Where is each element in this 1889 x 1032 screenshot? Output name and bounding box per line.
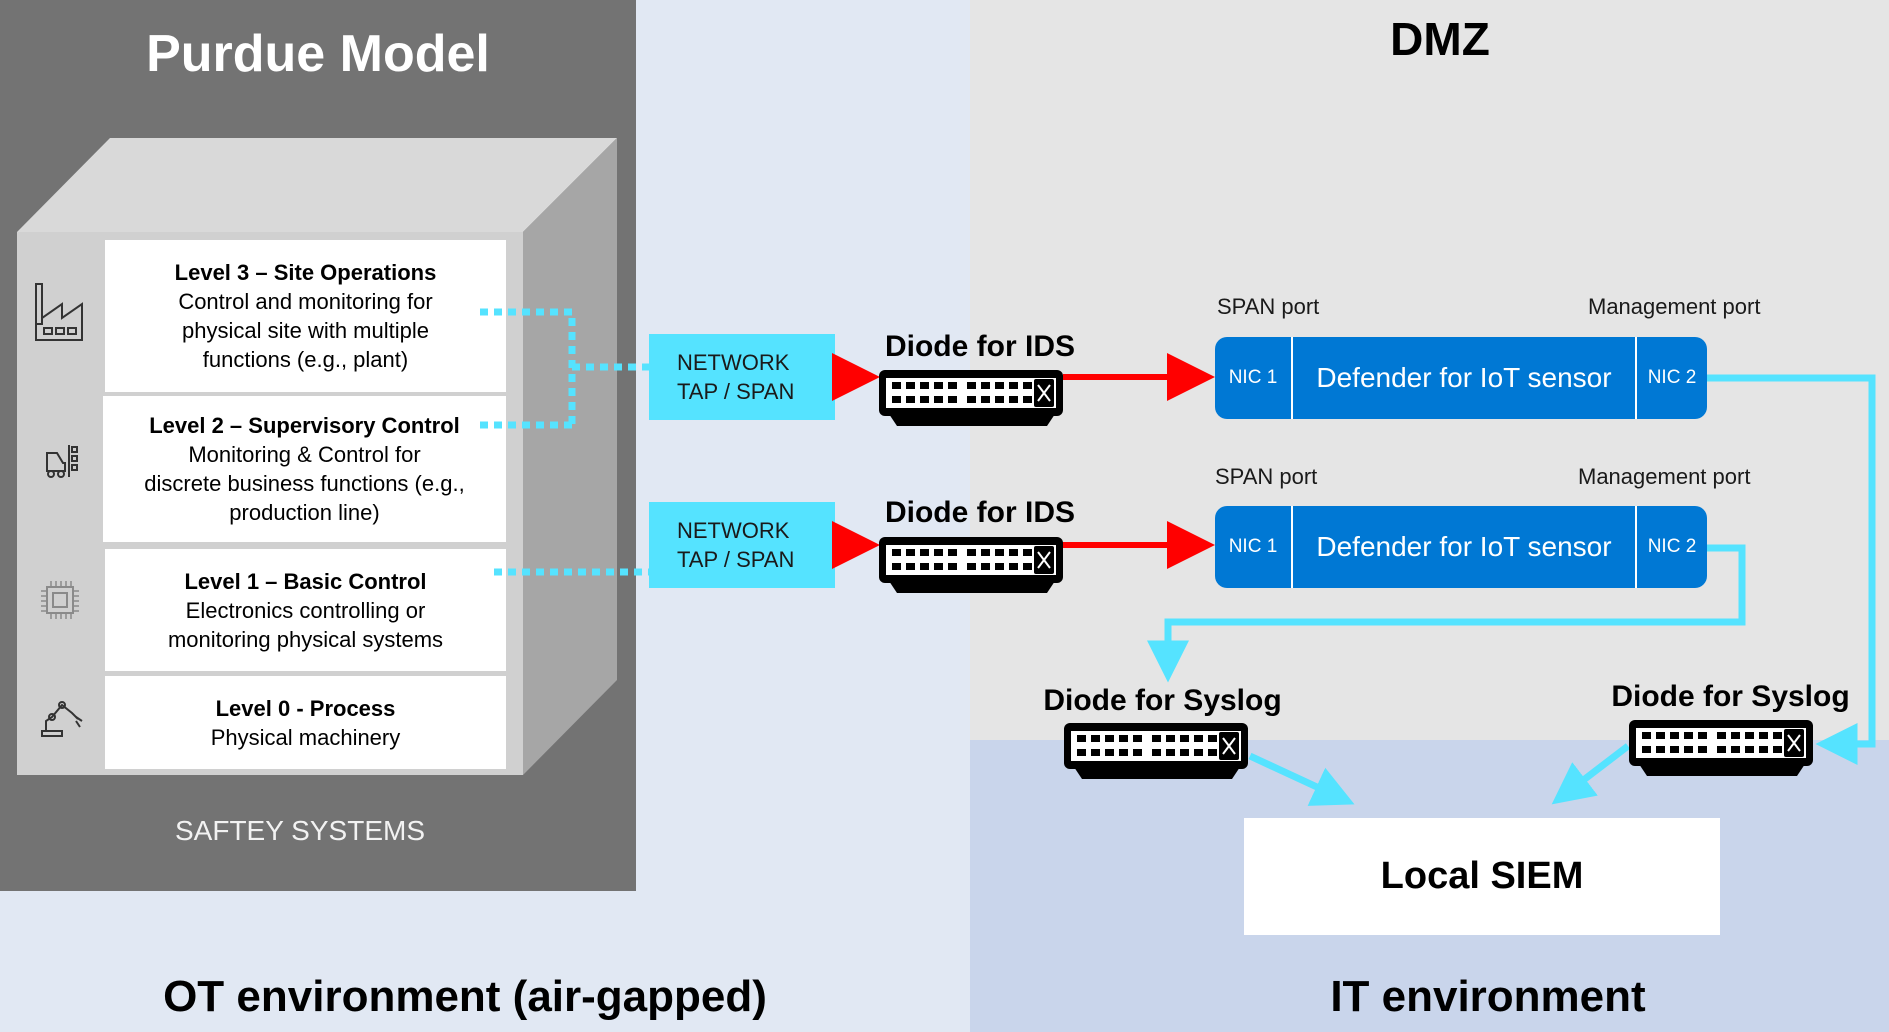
network-tap-label: TAP / SPAN bbox=[677, 547, 795, 572]
network-tap-label: TAP / SPAN bbox=[677, 379, 795, 404]
nic-1: NIC 1 bbox=[1215, 506, 1293, 588]
ids-diode-1-label: Diode for IDS bbox=[884, 330, 1075, 363]
network-tap-label: NETWORK bbox=[677, 350, 790, 375]
level-0-box: Level 0 - Process Physical machinery bbox=[105, 676, 506, 769]
ids-diode-2-label: Diode for IDS bbox=[884, 496, 1075, 529]
cube-side-face bbox=[523, 138, 617, 775]
span-port-label-2: SPAN port bbox=[1215, 464, 1318, 489]
safety-systems-label: SAFTEY SYSTEMS bbox=[175, 815, 425, 846]
level-3-title: Level 3 – Site Operations bbox=[174, 260, 437, 285]
it-environment-label: IT environment bbox=[1330, 972, 1646, 1021]
span-port-label-1: SPAN port bbox=[1217, 294, 1320, 319]
syslog-diode-1-label: Diode for Syslog bbox=[1043, 684, 1282, 717]
dmz-title: DMZ bbox=[1390, 13, 1490, 65]
sensor-name: Defender for IoT sensor bbox=[1316, 362, 1612, 393]
level-2-title: Level 2 – Supervisory Control bbox=[149, 413, 460, 438]
level-1-box: Level 1 – Basic Control Electronics cont… bbox=[105, 549, 506, 671]
level-3-box: Level 3 – Site Operations Control and mo… bbox=[105, 240, 506, 392]
level-2-desc-line: Monitoring & Control for bbox=[188, 442, 421, 467]
level-1-desc-line: Electronics controlling or bbox=[185, 597, 426, 623]
level-1-desc-line: monitoring physical systems bbox=[167, 626, 444, 652]
cube-top-face bbox=[17, 138, 617, 232]
level-2-box: Level 2 – Supervisory Control Monitoring… bbox=[103, 396, 506, 542]
level-1-title: Level 1 – Basic Control bbox=[184, 568, 427, 594]
defender-iot-sensor-2: NIC 1 Defender for IoT sensor NIC 2 bbox=[1215, 506, 1707, 588]
nic-1: NIC 1 bbox=[1215, 337, 1293, 419]
network-tap-1: NETWORK TAP / SPAN bbox=[649, 334, 835, 420]
level-3-desc-line: Control and monitoring for bbox=[178, 289, 433, 314]
level-3-desc-line: physical site with multiple bbox=[182, 318, 429, 343]
ot-environment-label: OT environment (air-gapped) bbox=[163, 972, 767, 1021]
network-tap-label: NETWORK bbox=[677, 518, 790, 543]
nic-2: NIC 2 bbox=[1635, 506, 1707, 588]
robot-arm-icon bbox=[36, 694, 86, 744]
local-siem-box: Local SIEM bbox=[1244, 818, 1720, 935]
chip-icon bbox=[35, 575, 85, 625]
level-0-title: Level 0 - Process bbox=[215, 695, 396, 721]
factory-icon bbox=[30, 280, 94, 344]
level-3-desc-line: functions (e.g., plant) bbox=[202, 347, 409, 372]
purdue-model-title: Purdue Model bbox=[146, 25, 490, 83]
forklift-icon bbox=[38, 436, 88, 486]
defender-iot-sensor-1: NIC 1 Defender for IoT sensor NIC 2 bbox=[1215, 337, 1707, 419]
management-port-label-1: Management port bbox=[1588, 294, 1761, 319]
syslog-diode-2-label: Diode for Syslog bbox=[1611, 680, 1850, 713]
network-tap-2: NETWORK TAP / SPAN bbox=[649, 502, 835, 588]
level-2-desc-line: discrete business functions (e.g., bbox=[144, 471, 465, 496]
level-2-desc-line: production line) bbox=[229, 500, 380, 525]
sensor-name: Defender for IoT sensor bbox=[1316, 531, 1612, 562]
nic-2: NIC 2 bbox=[1635, 337, 1707, 419]
management-port-label-2: Management port bbox=[1578, 464, 1751, 489]
level-0-desc-line: Physical machinery bbox=[210, 724, 401, 750]
